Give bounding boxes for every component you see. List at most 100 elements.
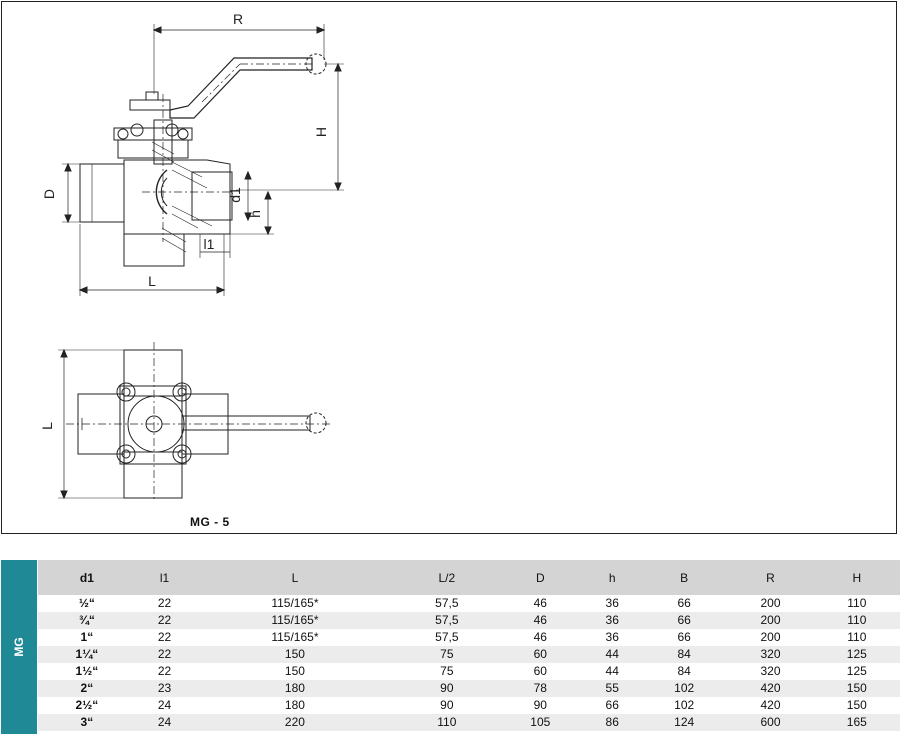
table-cell: 200: [760, 630, 781, 644]
table-cell: 55: [583, 680, 642, 697]
table-cell: 22: [135, 646, 194, 663]
table-cell: ¾“: [38, 612, 136, 629]
table-header-row: d1 l1 L L/2 D h B R H: [38, 560, 900, 595]
center-body: [119, 385, 187, 465]
table-cell: 66: [677, 596, 691, 610]
table-cell: 102: [641, 680, 728, 697]
table-cell: 420: [760, 698, 781, 712]
col-header-h-small: h: [583, 560, 642, 595]
table-cell: 125: [846, 664, 867, 678]
table-cell: 115/165*: [271, 596, 319, 610]
table-cell: 200: [760, 596, 781, 610]
table-cell: 150: [284, 664, 305, 678]
model-label: MG - 5: [190, 515, 230, 529]
table-cell: ½“: [78, 596, 95, 610]
table-cell: 44: [583, 646, 642, 663]
table-cell: 24: [135, 714, 194, 731]
table-cell: 420: [727, 680, 814, 697]
col-header-d1: d1: [38, 560, 136, 595]
table-cell: 110: [847, 630, 867, 644]
table-cell: 86: [583, 714, 642, 731]
handle-lever: [169, 57, 313, 119]
dim-l-top-label: L: [39, 422, 55, 430]
table-cell: 57,5: [435, 596, 459, 610]
table-cell: 150: [846, 698, 867, 712]
table-cell: 1“: [80, 630, 94, 644]
table-cell: 78: [497, 680, 584, 697]
table-cell: 66: [605, 698, 619, 712]
table-cell: 115/165*: [193, 612, 397, 629]
dim-l-label: L: [148, 273, 156, 289]
table-cell: 46: [533, 630, 547, 644]
col-header-l-half: L/2: [396, 560, 498, 595]
table-cell: 115/165*: [271, 630, 319, 644]
table-cell: 1¼“: [38, 646, 136, 663]
table-cell: 200: [727, 612, 814, 629]
dim-r-label: R: [233, 11, 243, 27]
table-cell: 105: [497, 714, 584, 731]
bottom-arm: [123, 451, 183, 499]
table-cell: 110: [847, 596, 867, 610]
col-header-h: H: [813, 560, 900, 595]
table-cell: 44: [605, 664, 619, 678]
table-cell: 22: [157, 664, 172, 678]
table-cell: 46: [533, 596, 547, 610]
col-header-l: L: [193, 560, 397, 595]
col-header-r: R: [727, 560, 814, 595]
side-view: [62, 24, 344, 296]
table-cell: 90: [533, 698, 547, 712]
table-cell: 102: [674, 698, 695, 712]
table-cell: 124: [641, 714, 728, 731]
col-header-d: D: [497, 560, 584, 595]
table-cell: 66: [641, 612, 728, 629]
technical-drawing: R H D d1 h l1 L L: [1, 1, 897, 534]
valve-drawing-svg: R H D d1 h l1 L L: [39, 11, 344, 502]
table-cell: 320: [760, 664, 781, 678]
dim-l1-label: l1: [204, 236, 215, 252]
table-cell: 600: [727, 714, 814, 731]
table-cell: 150: [813, 680, 900, 697]
table-cell: 110: [396, 714, 498, 731]
table-cell: 1½“: [75, 664, 99, 678]
table-cell: 90: [396, 680, 498, 697]
table-row: 1½“ 22 150 75 60 44 84 320 125: [38, 663, 900, 680]
table-cell: 60: [533, 664, 547, 678]
top-lever: [181, 415, 311, 431]
dim-h-small-label: h: [247, 210, 263, 218]
table-cell: 66: [677, 630, 691, 644]
series-tab-label: MG: [12, 637, 26, 657]
table-cell: 220: [193, 714, 397, 731]
table-cell: 60: [497, 646, 584, 663]
table-cell: 84: [677, 664, 691, 678]
col-header-b: B: [641, 560, 728, 595]
table-cell: 36: [605, 596, 619, 610]
left-port: [79, 163, 125, 223]
series-tab: MG: [1, 560, 37, 734]
table-cell: 57,5: [396, 612, 498, 629]
table-cell: 23: [135, 680, 194, 697]
table-cell: 84: [641, 646, 728, 663]
table-cell: 75: [396, 646, 498, 663]
table-cell: 2“: [38, 680, 136, 697]
table-cell: 180: [193, 680, 397, 697]
table-cell: 90: [440, 698, 454, 712]
bottom-port: [123, 233, 185, 267]
table-cell: 36: [583, 612, 642, 629]
table-cell: 165: [813, 714, 900, 731]
handle-nut: [129, 99, 171, 111]
table-cell: 75: [440, 664, 454, 678]
table-cell: 110: [813, 612, 900, 629]
dim-d-label: D: [41, 189, 57, 199]
table-cell: 24: [157, 698, 172, 712]
dim-d1-label: d1: [227, 187, 243, 203]
table-cell: 125: [813, 646, 900, 663]
table-cell: 2½“: [75, 698, 99, 712]
